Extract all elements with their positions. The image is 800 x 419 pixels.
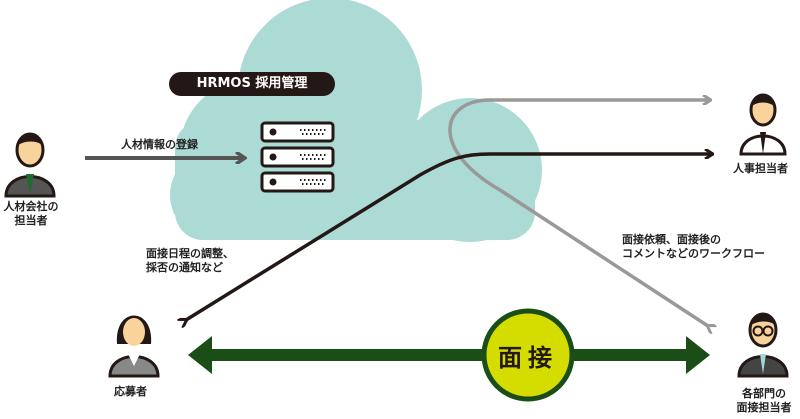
interviewer-person-icon xyxy=(737,312,789,378)
workflow-label-2: コメントなどのワークフロー xyxy=(622,247,765,260)
system-badge: HRMOS 採用管理 xyxy=(169,72,335,96)
agency-person-icon xyxy=(4,132,56,198)
interviewer-label: 各部門の 面接担当者 xyxy=(736,387,792,414)
agency-label: 人材会社の 担当者 xyxy=(3,200,59,227)
candidate-person-icon xyxy=(108,315,160,378)
server-icon xyxy=(260,121,335,193)
candidate-label: 応募者 xyxy=(114,385,147,398)
workflow-label-1: 面接依頼、面接後の xyxy=(622,233,721,246)
interview-label: 面接 xyxy=(498,344,558,372)
interview-double-arrow xyxy=(188,336,710,374)
hr-person-icon xyxy=(739,93,787,156)
schedule-label-2: 採否の通知など xyxy=(146,261,223,274)
interview-circle xyxy=(481,308,575,402)
hr-label: 人事担当者 xyxy=(733,162,788,175)
cloud xyxy=(170,0,542,242)
register-label: 人材情報の登録 xyxy=(121,138,198,151)
schedule-label-1: 面接日程の調整、 xyxy=(146,247,234,260)
schedule-arrow xyxy=(186,154,712,320)
